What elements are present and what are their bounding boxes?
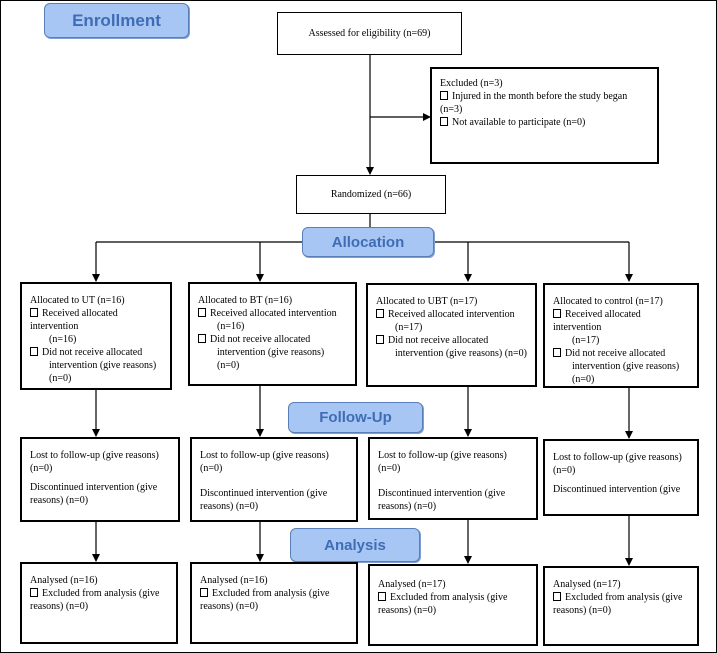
lost-followup: Lost to follow-up (give reasons) (n=0)	[200, 450, 329, 474]
received-label: Received allocated intervention	[388, 309, 515, 320]
checkbox-glyph	[376, 309, 384, 318]
stage-enrollment: Enrollment	[44, 3, 189, 38]
excluded-analysis-count: reasons) (n=0)	[378, 605, 437, 616]
stage-allocation: Allocation	[302, 227, 434, 257]
followup-box-ut: Lost to follow-up (give reasons) (n=0) D…	[20, 437, 180, 522]
followup-box-control: Lost to follow-up (give reasons) (n=0) D…	[543, 439, 699, 516]
excluded-analysis-label: Excluded from analysis (give	[565, 592, 683, 603]
lost-count: (n=0)	[30, 463, 53, 474]
excluded-analysis-count: reasons) (n=0)	[553, 605, 612, 616]
discontinued-label: Discontinued intervention (give	[200, 488, 328, 499]
received-count: (n=17)	[572, 335, 600, 346]
checkbox-glyph	[440, 91, 448, 100]
lost-followup: Lost to follow-up (give reasons)	[30, 450, 159, 461]
randomized-box: Randomized (n=66)	[296, 175, 446, 214]
received-count: (n=17)	[395, 322, 423, 333]
checkbox-glyph	[198, 308, 206, 317]
excluded-analysis-label: Excluded from analysis (give	[212, 588, 330, 599]
excluded-item-1: Injured in the month before the study be…	[440, 91, 628, 115]
lost-followup: Lost to follow-up (give reasons) (n=0)	[378, 450, 507, 474]
excluded-item-2: Not available to participate (n=0)	[452, 117, 586, 128]
lost-count: (n=0)	[553, 465, 576, 476]
discontinued-count: reasons) (n=0)	[30, 495, 89, 506]
received-count: (n=16)	[49, 334, 77, 345]
allocation-title: Allocated to UT (n=16)	[30, 295, 125, 306]
checkbox-glyph	[30, 347, 38, 356]
received-label: Received allocated intervention	[30, 308, 118, 332]
randomized-text: Randomized (n=66)	[330, 189, 412, 200]
checkbox-glyph	[378, 592, 386, 601]
checkbox-glyph	[198, 334, 206, 343]
analysed-label: Analysed (n=17)	[378, 579, 446, 590]
stage-analysis: Analysis	[290, 528, 420, 562]
not-received-label: Did not receive allocated	[388, 335, 489, 346]
not-received-label: Did not receive allocated	[565, 348, 666, 359]
analysed-label: Analysed (n=16)	[200, 575, 268, 586]
discontinued-count: reasons) (n=0)	[200, 501, 259, 512]
analysis-box-control: Analysed (n=17) Excluded from analysis (…	[543, 566, 699, 646]
allocation-title: Allocated to UBT (n=17)	[376, 296, 478, 307]
checkbox-glyph	[553, 348, 561, 357]
excluded-analysis-label: Excluded from analysis (give	[42, 588, 160, 599]
lost-followup: Lost to follow-up (give reasons)	[553, 452, 682, 463]
excluded-title: Excluded (n=3)	[440, 78, 503, 89]
not-received-label: Did not receive allocated	[42, 347, 143, 358]
allocation-title: Allocated to BT (n=16)	[198, 295, 293, 306]
excluded-analysis-count: reasons) (n=0)	[30, 601, 89, 612]
checkbox-glyph	[30, 588, 38, 597]
checkbox-glyph	[30, 308, 38, 317]
followup-box-bt: Lost to follow-up (give reasons) (n=0) D…	[190, 437, 358, 522]
not-received-reasons: intervention (give reasons)	[572, 361, 680, 372]
analysis-box-bt: Analysed (n=16) Excluded from analysis (…	[190, 562, 358, 644]
analysis-box-ubt: Analysed (n=17) Excluded from analysis (…	[368, 564, 538, 646]
discontinued-label: Discontinued intervention (give	[553, 484, 681, 495]
checkbox-glyph	[200, 588, 208, 597]
analysed-label: Analysed (n=16)	[30, 575, 98, 586]
allocation-box-ut: Allocated to UT (n=16) Received allocate…	[20, 282, 172, 390]
checkbox-glyph	[440, 117, 448, 126]
not-received-reasons: intervention (give reasons) (n=0)	[217, 347, 325, 371]
followup-box-ubt: Lost to follow-up (give reasons) (n=0) D…	[368, 437, 538, 520]
allocation-box-ubt: Allocated to UBT (n=17) Received allocat…	[366, 283, 537, 387]
received-label: Received allocated intervention	[553, 309, 641, 333]
assessed-text: Assessed for eligibility (n=69)	[308, 28, 431, 39]
allocation-box-bt: Allocated to BT (n=16) Received allocate…	[188, 282, 357, 386]
discontinued-count: reasons) (n=0)	[378, 501, 437, 512]
not-received-reasons: intervention (give reasons)	[49, 360, 157, 371]
checkbox-glyph	[553, 592, 561, 601]
discontinued-label: Discontinued intervention (give	[30, 482, 158, 493]
checkbox-glyph	[376, 335, 384, 344]
not-received-count: (n=0)	[572, 374, 595, 385]
received-label: Received allocated intervention	[210, 308, 337, 319]
not-received-reasons: intervention (give reasons) (n=0)	[395, 348, 527, 359]
discontinued-label: Discontinued intervention (give	[378, 488, 506, 499]
allocation-title: Allocated to control (n=17)	[553, 296, 663, 307]
excluded-box: Excluded (n=3) Injured in the month befo…	[430, 67, 659, 164]
not-received-label: Did not receive allocated	[210, 334, 311, 345]
excluded-analysis-count: reasons) (n=0)	[200, 601, 259, 612]
stage-follow-up: Follow-Up	[288, 402, 423, 433]
excluded-analysis-label: Excluded from analysis (give	[390, 592, 508, 603]
analysis-box-ut: Analysed (n=16) Excluded from analysis (…	[20, 562, 178, 644]
checkbox-glyph	[553, 309, 561, 318]
not-received-count: (n=0)	[49, 373, 72, 384]
analysed-label: Analysed (n=17)	[553, 579, 621, 590]
assessed-box: Assessed for eligibility (n=69)	[277, 12, 462, 55]
received-count: (n=16)	[217, 321, 245, 332]
allocation-box-control: Allocated to control (n=17) Received all…	[543, 283, 699, 388]
